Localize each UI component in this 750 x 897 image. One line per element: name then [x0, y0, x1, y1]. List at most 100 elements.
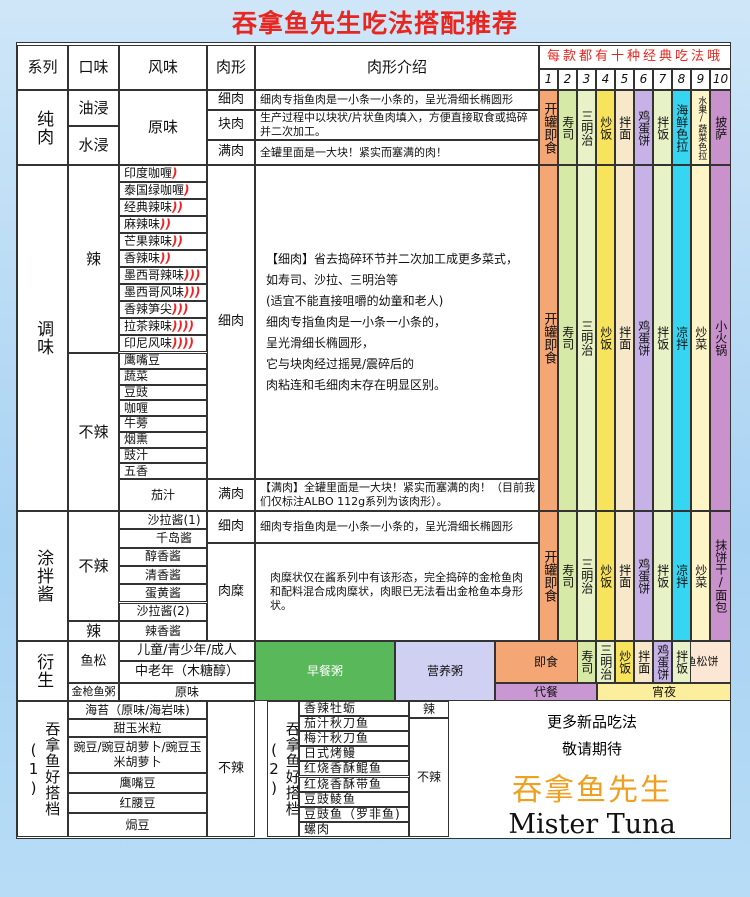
method-seasoned-1: 开罐即食 [539, 165, 558, 511]
intro-line: 呈光滑细长椭圆形， [266, 335, 375, 350]
partner2-title: 吞拿鱼好搭档(2) [267, 701, 299, 837]
header-meat: 肉形 [207, 45, 255, 90]
promo-line1: 更多新品吃法 [546, 713, 637, 731]
method-number: 2 [558, 69, 577, 90]
derived-original: 原味 [119, 683, 255, 701]
meat-fine-seasoned: 细肉 [207, 165, 255, 479]
sauce-flavor-item: 沙拉酱(1) [119, 511, 207, 530]
method-number: 8 [672, 69, 691, 90]
sauce-intro-fine: 细肉专指鱼肉是一小条一小条的，呈光滑细长椭圆形 [255, 511, 539, 543]
sauce-intro-paste: 肉糜状仅在酱系列中有该形态，完全捣碎的金枪鱼肉和配料混合成肉糜状，肉眼已无法看出… [255, 543, 539, 641]
header-taste: 口味 [68, 45, 119, 90]
method-sauce-1: 开罐即食 [539, 511, 558, 641]
method-derived-6: 鸡蛋饼 [653, 641, 672, 683]
flavor-spicy-item: 芒果辣味)) [119, 233, 207, 250]
chili-level-icon: ) [172, 166, 178, 180]
method-pure-5: 拌面 [615, 90, 634, 165]
meat-full: 满肉 [207, 140, 255, 165]
flavor-name: 香辣笋尖 [124, 302, 173, 316]
method-pure-2: 寿司 [558, 90, 577, 165]
flavor-mild-item: 豉汁 [119, 447, 207, 464]
page-title: 吞拿鱼先生吃法搭配推荐 [231, 9, 518, 38]
flavor-name: 印尼风味 [124, 336, 173, 350]
flavor-name: 拉茶辣味 [124, 319, 173, 333]
flavor-name: 泰国绿咖喱 [124, 183, 185, 197]
method-number: 7 [653, 69, 672, 90]
chili-level-icon: )))) [172, 336, 194, 350]
taste-spicy: 辣 [68, 165, 119, 353]
series-sauce: 涂拌酱 [17, 511, 68, 641]
flavor-spicy-item: 印尼风味)))) [119, 335, 207, 352]
flavor-mild-item: 咖喱 [119, 400, 207, 416]
method-number: 3 [577, 69, 596, 90]
header-intro: 肉形介绍 [255, 45, 539, 90]
flavor-spicy-item: 香辣味)) [119, 250, 207, 267]
method-pure-10: 披萨 [710, 90, 731, 165]
partner2-tag-mild: 不辣 [409, 718, 449, 837]
flavor-mild-item: 鹰嘴豆 [119, 353, 207, 369]
method-seasoned-7: 拌饭 [653, 165, 672, 511]
intro-line: 肉粘连和毛细肉末存在明显区别。 [266, 377, 447, 392]
method-seasoned-2: 寿司 [558, 165, 577, 511]
chili-level-icon: ))) [184, 285, 201, 299]
method-number: 5 [615, 69, 634, 90]
partner1-item: 焗豆 [68, 813, 207, 837]
method-number: 10 [710, 69, 731, 90]
flavor-mild-item: 豆豉 [119, 384, 207, 401]
partner1-title: 吞拿鱼好搭档(1) [17, 701, 68, 837]
flavor-name: 麻辣味 [124, 217, 161, 231]
taste-oil: 油浸 [68, 90, 119, 126]
method-seasoned-5: 拌面 [615, 165, 634, 511]
partner2-item: 香辣牡蛎 [299, 701, 409, 717]
method-seasoned-9: 炒菜 [691, 165, 710, 511]
partner2-item: 螺肉 [299, 821, 409, 837]
sauce-taste-spicy: 辣 [68, 621, 119, 641]
chili-level-icon: )))) [172, 319, 194, 333]
derived-floss: 鱼松 [68, 641, 119, 683]
flavor-spicy-item: 香辣笋尖))) [119, 301, 207, 318]
partner2-item: 豆豉鲮鱼 [299, 791, 409, 807]
recommendation-table: 系列 口味 风味 肉形 肉形介绍 每款都有十种经典吃法哦 纯肉 油浸 水浸 原味… [16, 42, 731, 840]
method-derived-2: 寿司 [577, 641, 596, 683]
method-pure-7: 拌饭 [653, 90, 672, 165]
flavor-spicy-item: 泰国绿咖喱) [119, 182, 207, 199]
flavor-name: 墨西哥辣味 [124, 268, 185, 282]
method-pure-9: 水果/蔬菜色拉 [691, 90, 710, 165]
derived-elder: 中老年（木糖醇） [119, 661, 255, 683]
method-seasoned-3: 三明治 [577, 165, 596, 511]
flavor-mild-item: 五香 [119, 463, 207, 479]
brand-logo-en: Mister Tuna [508, 809, 676, 840]
method-pure-1: 开罐即食 [539, 90, 558, 165]
series-pure: 纯肉 [17, 90, 68, 165]
method-number: 4 [596, 69, 615, 90]
flavor-spicy-item: 墨西哥辣味))) [119, 267, 207, 284]
method-pure-6: 鸡蛋饼 [634, 90, 653, 165]
intro-full: 全罐里面是一大块！紧实而塞满的肉！ [255, 140, 539, 165]
method-pure-8: 海鲜色拉 [672, 90, 691, 165]
partner2-item: 茄汁秋刀鱼 [299, 716, 409, 732]
method-pure-4: 炒饭 [596, 90, 615, 165]
method-sauce-3: 三明治 [577, 511, 596, 641]
flavor-mild-item: 蔬菜 [119, 368, 207, 385]
partner2-item: 日式烤鳗 [299, 746, 409, 762]
flavor-name: 印度咖喱 [124, 166, 173, 180]
method-seasoned-10: 小火锅 [710, 165, 731, 511]
sauce-flavor-spicy: 辣香酱 [119, 621, 207, 641]
method-derived-3: 三明治 [596, 641, 615, 683]
flavor-spicy-item: 经典辣味)) [119, 199, 207, 216]
derived-kid: 儿童/青少年/成人 [119, 641, 255, 661]
intro-line: 如寿司、沙拉、三明治等 [266, 272, 399, 287]
method-derived-7: 拌饭 [672, 641, 691, 683]
partner1-item: 红腰豆 [68, 793, 207, 813]
flavor-mild-item: 烟熏 [119, 431, 207, 448]
flavor-spicy-item: 墨西哥风味))) [119, 284, 207, 301]
breakfast-porridge: 早餐粥 [255, 641, 395, 701]
method-sauce-2: 寿司 [558, 511, 577, 641]
meat-fine: 细肉 [207, 90, 255, 110]
flavor-name: 芒果辣味 [124, 234, 173, 248]
partner2-item: 豆豉鱼（罗非鱼) [299, 806, 409, 822]
method-derived-4: 炒饭 [615, 641, 634, 683]
intro-full-seasoned: 【满肉】全罐里面是一大块！紧实而塞满的肉！（目前我们仅标注ALBO 112g系列… [255, 479, 539, 511]
partner1-item: 鹰嘴豆 [68, 773, 207, 793]
nutrition-porridge: 营养粥 [395, 641, 495, 701]
